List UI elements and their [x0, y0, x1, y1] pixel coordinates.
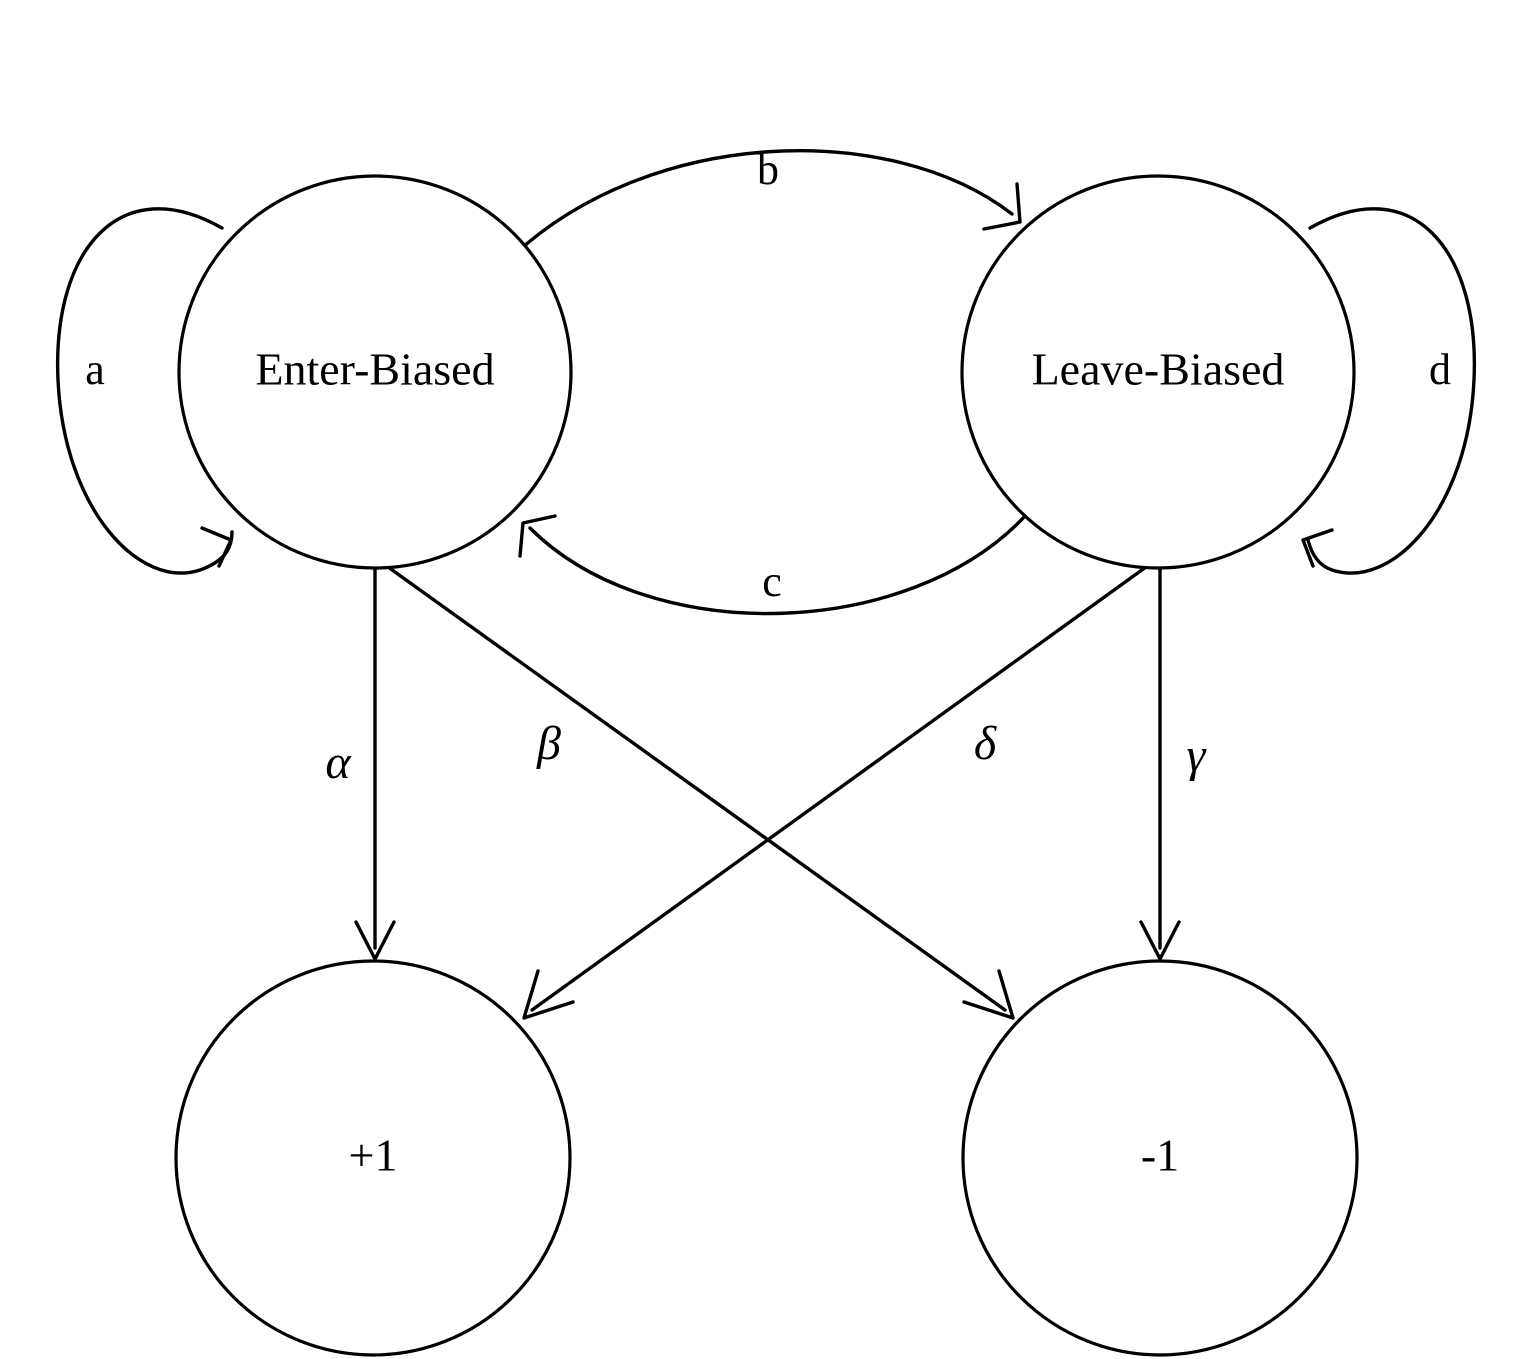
node-minus-one[interactable]: -1: [961, 959, 1359, 1357]
edge-d[interactable]: d: [1301, 207, 1477, 575]
edge-delta-path: [386, 565, 1007, 1012]
edge-alpha[interactable]: α: [325, 566, 396, 961]
edge-alpha-arrowhead: [354, 920, 396, 961]
edge-b-path: [511, 148, 1014, 258]
edge-a[interactable]: a: [55, 207, 234, 575]
edge-alpha-label: α: [325, 736, 351, 789]
edge-delta-arrowhead: [962, 969, 1015, 1020]
edge-a-arrowhead: [200, 526, 233, 568]
node-leave-biased-label: Leave-Biased: [1032, 344, 1285, 395]
node-plus-one[interactable]: +1: [174, 959, 572, 1357]
edge-d-label: d: [1429, 345, 1451, 394]
edge-b[interactable]: b: [511, 145, 1022, 258]
node-plus-one-label: +1: [349, 1130, 398, 1181]
edge-c-path: [528, 513, 1028, 616]
edge-c-arrowhead: [518, 514, 557, 558]
edge-beta-path: [530, 565, 1148, 1012]
edge-c[interactable]: c: [518, 513, 1028, 616]
edge-d-arrowhead: [1301, 528, 1334, 568]
node-leave-biased-circle: [960, 174, 1356, 570]
node-enter-biased-circle: [177, 174, 573, 570]
edge-gamma[interactable]: γ: [1139, 566, 1207, 961]
edge-delta-label: δ: [974, 717, 997, 770]
edge-b-arrowhead: [982, 182, 1022, 231]
edge-a-path: [55, 207, 234, 575]
edge-a-label: a: [85, 345, 105, 394]
edge-beta-arrowhead: [522, 969, 575, 1020]
node-minus-one-label: -1: [1141, 1130, 1179, 1181]
node-leave-biased[interactable]: Leave-Biased: [960, 174, 1356, 570]
node-enter-biased[interactable]: Enter-Biased: [177, 174, 573, 570]
edge-gamma-label: γ: [1187, 729, 1207, 782]
edge-c-label: c: [762, 557, 782, 606]
node-minus-one-circle: [961, 959, 1359, 1357]
edge-b-label: b: [757, 145, 779, 194]
edge-gamma-arrowhead: [1139, 920, 1181, 961]
edge-d-path: [1306, 207, 1477, 575]
node-enter-biased-label: Enter-Biased: [255, 344, 494, 395]
edge-delta[interactable]: δ: [386, 565, 1015, 1020]
node-plus-one-circle: [174, 959, 572, 1357]
edge-beta[interactable]: β: [522, 565, 1148, 1020]
edge-beta-label: β: [536, 717, 561, 770]
